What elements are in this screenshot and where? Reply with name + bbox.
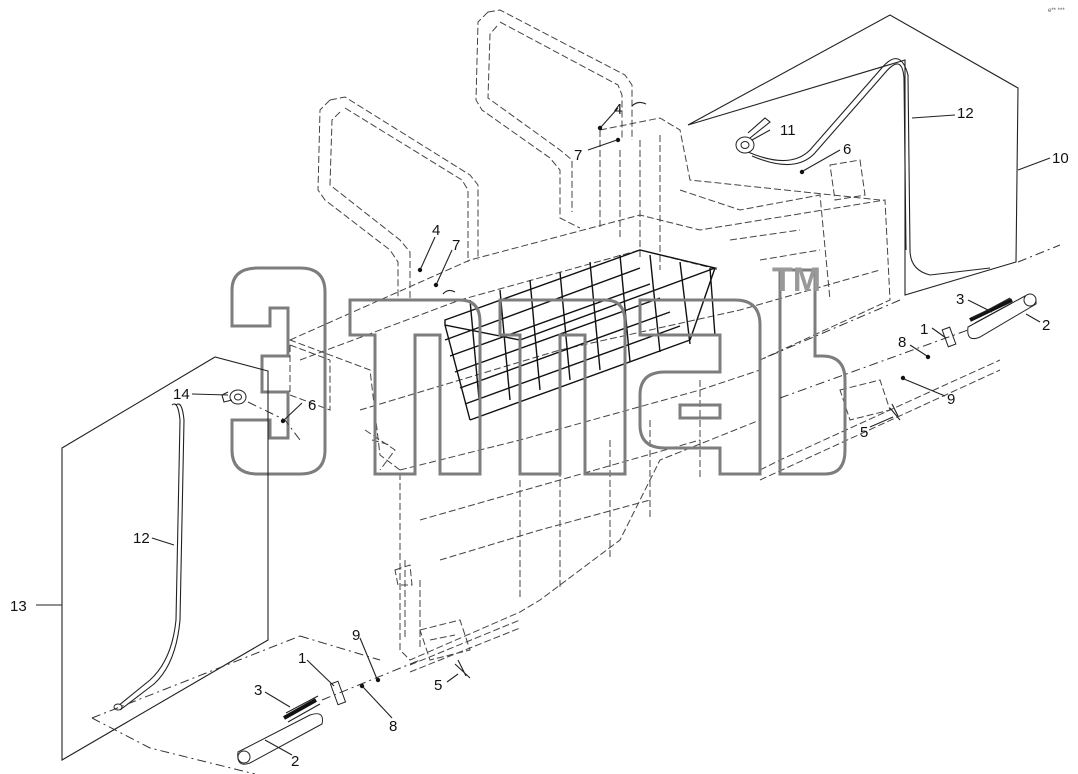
callout-9: 9: [352, 627, 360, 644]
callout-9: 9: [947, 391, 955, 408]
right-decal-sheet: [687, 14, 1061, 361]
callout-6: 6: [843, 141, 851, 158]
corner-note: e** ***: [1048, 8, 1065, 14]
shaft-left: [237, 659, 471, 765]
callout-4: 4: [614, 101, 622, 118]
leader-lines: [36, 107, 1051, 756]
hardware-upper: [417, 101, 647, 295]
callout-10: 10: [1052, 150, 1069, 167]
callout-labels: 4 7 11 6 12 10 4 7 6 14 12 13 3 2 1 8 9 …: [10, 101, 1069, 770]
callout-3: 3: [254, 682, 262, 699]
watermark-tm: TM: [772, 261, 821, 299]
callout-12: 12: [133, 530, 150, 547]
callout-6: 6: [308, 397, 316, 414]
watermark: TM: [230, 261, 847, 476]
shaft-right: [779, 293, 1037, 421]
callout-14: 14: [173, 386, 190, 403]
gauge-assembly-left: [221, 389, 301, 441]
callout-11: 11: [780, 122, 796, 139]
callout-1: 1: [298, 650, 306, 667]
machine-frame: [288, 9, 1001, 673]
callout-12: 12: [957, 105, 974, 122]
callout-7: 7: [452, 237, 460, 254]
callout-3: 3: [956, 291, 964, 308]
callout-5: 5: [860, 424, 868, 441]
left-decal-sheet: [61, 356, 381, 774]
callout-8: 8: [898, 334, 906, 351]
gauge-assembly-right: [735, 117, 805, 175]
callout-2: 2: [291, 753, 299, 770]
callout-2: 2: [1042, 317, 1050, 334]
callout-1: 1: [920, 321, 928, 338]
callout-5: 5: [434, 677, 442, 694]
callout-7: 7: [574, 147, 582, 164]
callout-13: 13: [10, 598, 27, 615]
callout-8: 8: [389, 718, 397, 735]
callout-4: 4: [432, 222, 440, 239]
